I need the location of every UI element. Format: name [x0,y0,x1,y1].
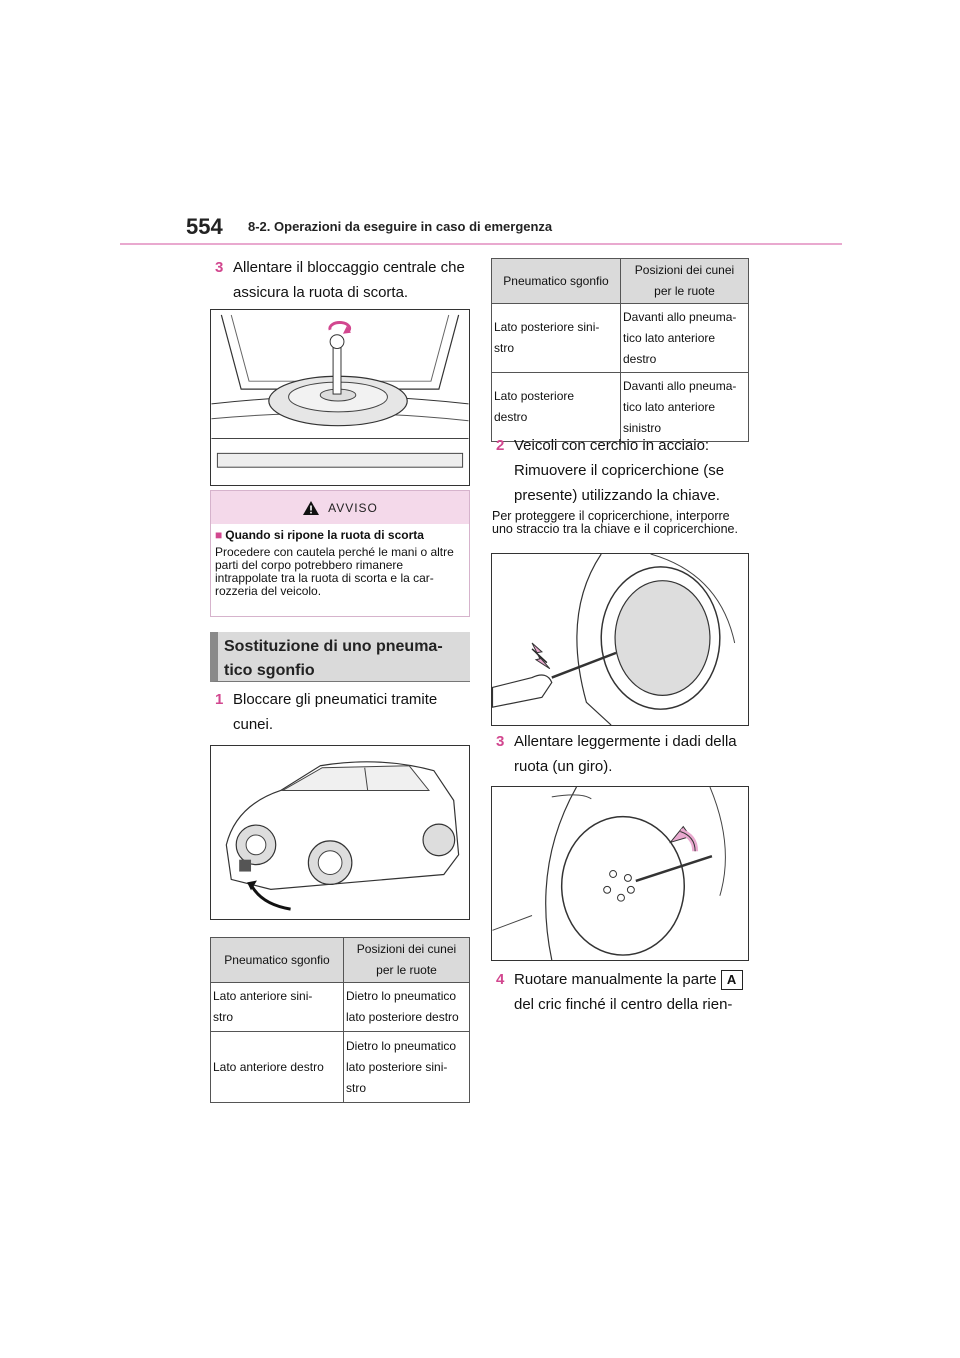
table-row: Lato anteriore destro Dietro lo pneumati… [210,1031,470,1103]
spare-tire-lock-illustration [210,309,470,486]
car-wheel-chock-illustration [210,745,470,920]
car-svg [225,761,460,911]
warning-title: AVVISO [328,500,378,515]
hubcap-note: Per proteggere il copricerchione, interp… [492,509,738,536]
table-row: Lato posteriore sini-stro Davanti allo p… [491,303,749,373]
table-row: Lato anteriore sini-stro Dietro lo pneum… [210,982,470,1032]
hubcap-svg [492,554,736,725]
lug-nuts-svg [492,787,726,960]
warning-box: AVVISO ■Quando si ripone la ruota di sco… [210,490,470,617]
table-header-flat-tire: Pneumatico sgonfio [491,258,621,304]
warning-text: Procedere con cautela perché le mani o a… [215,545,454,598]
warning-triangle-icon [303,500,320,515]
label-a-badge: A [720,970,743,991]
hubcap-removal-illustration [491,553,749,726]
chapter-title: 8-2. Operazioni da eseguire in caso di e… [248,219,553,234]
section-heading: Sostituzione di uno pneuma- tico sgonfio [210,632,470,682]
warning-subtitle: ■Quando si ripone la ruota di scorta [215,528,424,542]
page-number: 554 [186,214,223,239]
loosen-lug-nuts-illustration [491,786,749,961]
spare-tire-svg [211,314,469,468]
table-header-flat-tire: Pneumatico sgonfio [210,937,344,983]
warning-header: AVVISO [211,491,469,524]
header-rule [120,243,842,245]
